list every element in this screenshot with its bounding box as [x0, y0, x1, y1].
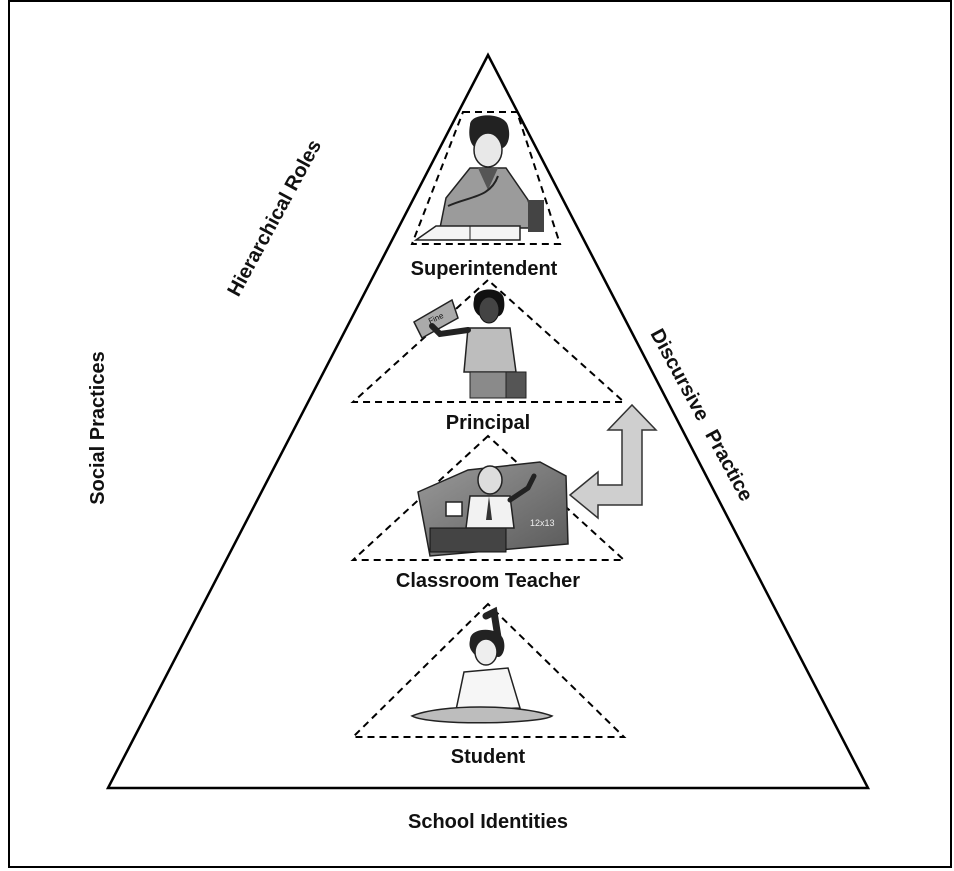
student-label: Student	[451, 746, 526, 768]
pyramid-outline	[105, 52, 871, 790]
superintendent-illustration	[413, 115, 544, 241]
discursive-practice-label: Discursive Practice	[646, 325, 757, 505]
school-identities-label: School Identities	[408, 811, 568, 833]
social-practices-label: Social Practices	[87, 351, 109, 504]
svg-text:12x13: 12x13	[530, 518, 555, 528]
principal-illustration: Fine	[413, 289, 527, 399]
principal-tier	[350, 278, 627, 403]
superintendent-label: Superintendent	[411, 258, 558, 280]
principal-label: Principal	[446, 412, 530, 434]
hierarchical-roles-label: Hierarchical Roles	[223, 136, 326, 300]
classroom-teacher-label: Classroom Teacher	[396, 570, 580, 592]
student-illustration	[410, 606, 554, 724]
teacher-illustration: 12x13	[417, 461, 569, 557]
superintendent-tier	[410, 111, 562, 245]
student-tier	[350, 602, 627, 738]
discursive-arrow	[568, 403, 658, 520]
